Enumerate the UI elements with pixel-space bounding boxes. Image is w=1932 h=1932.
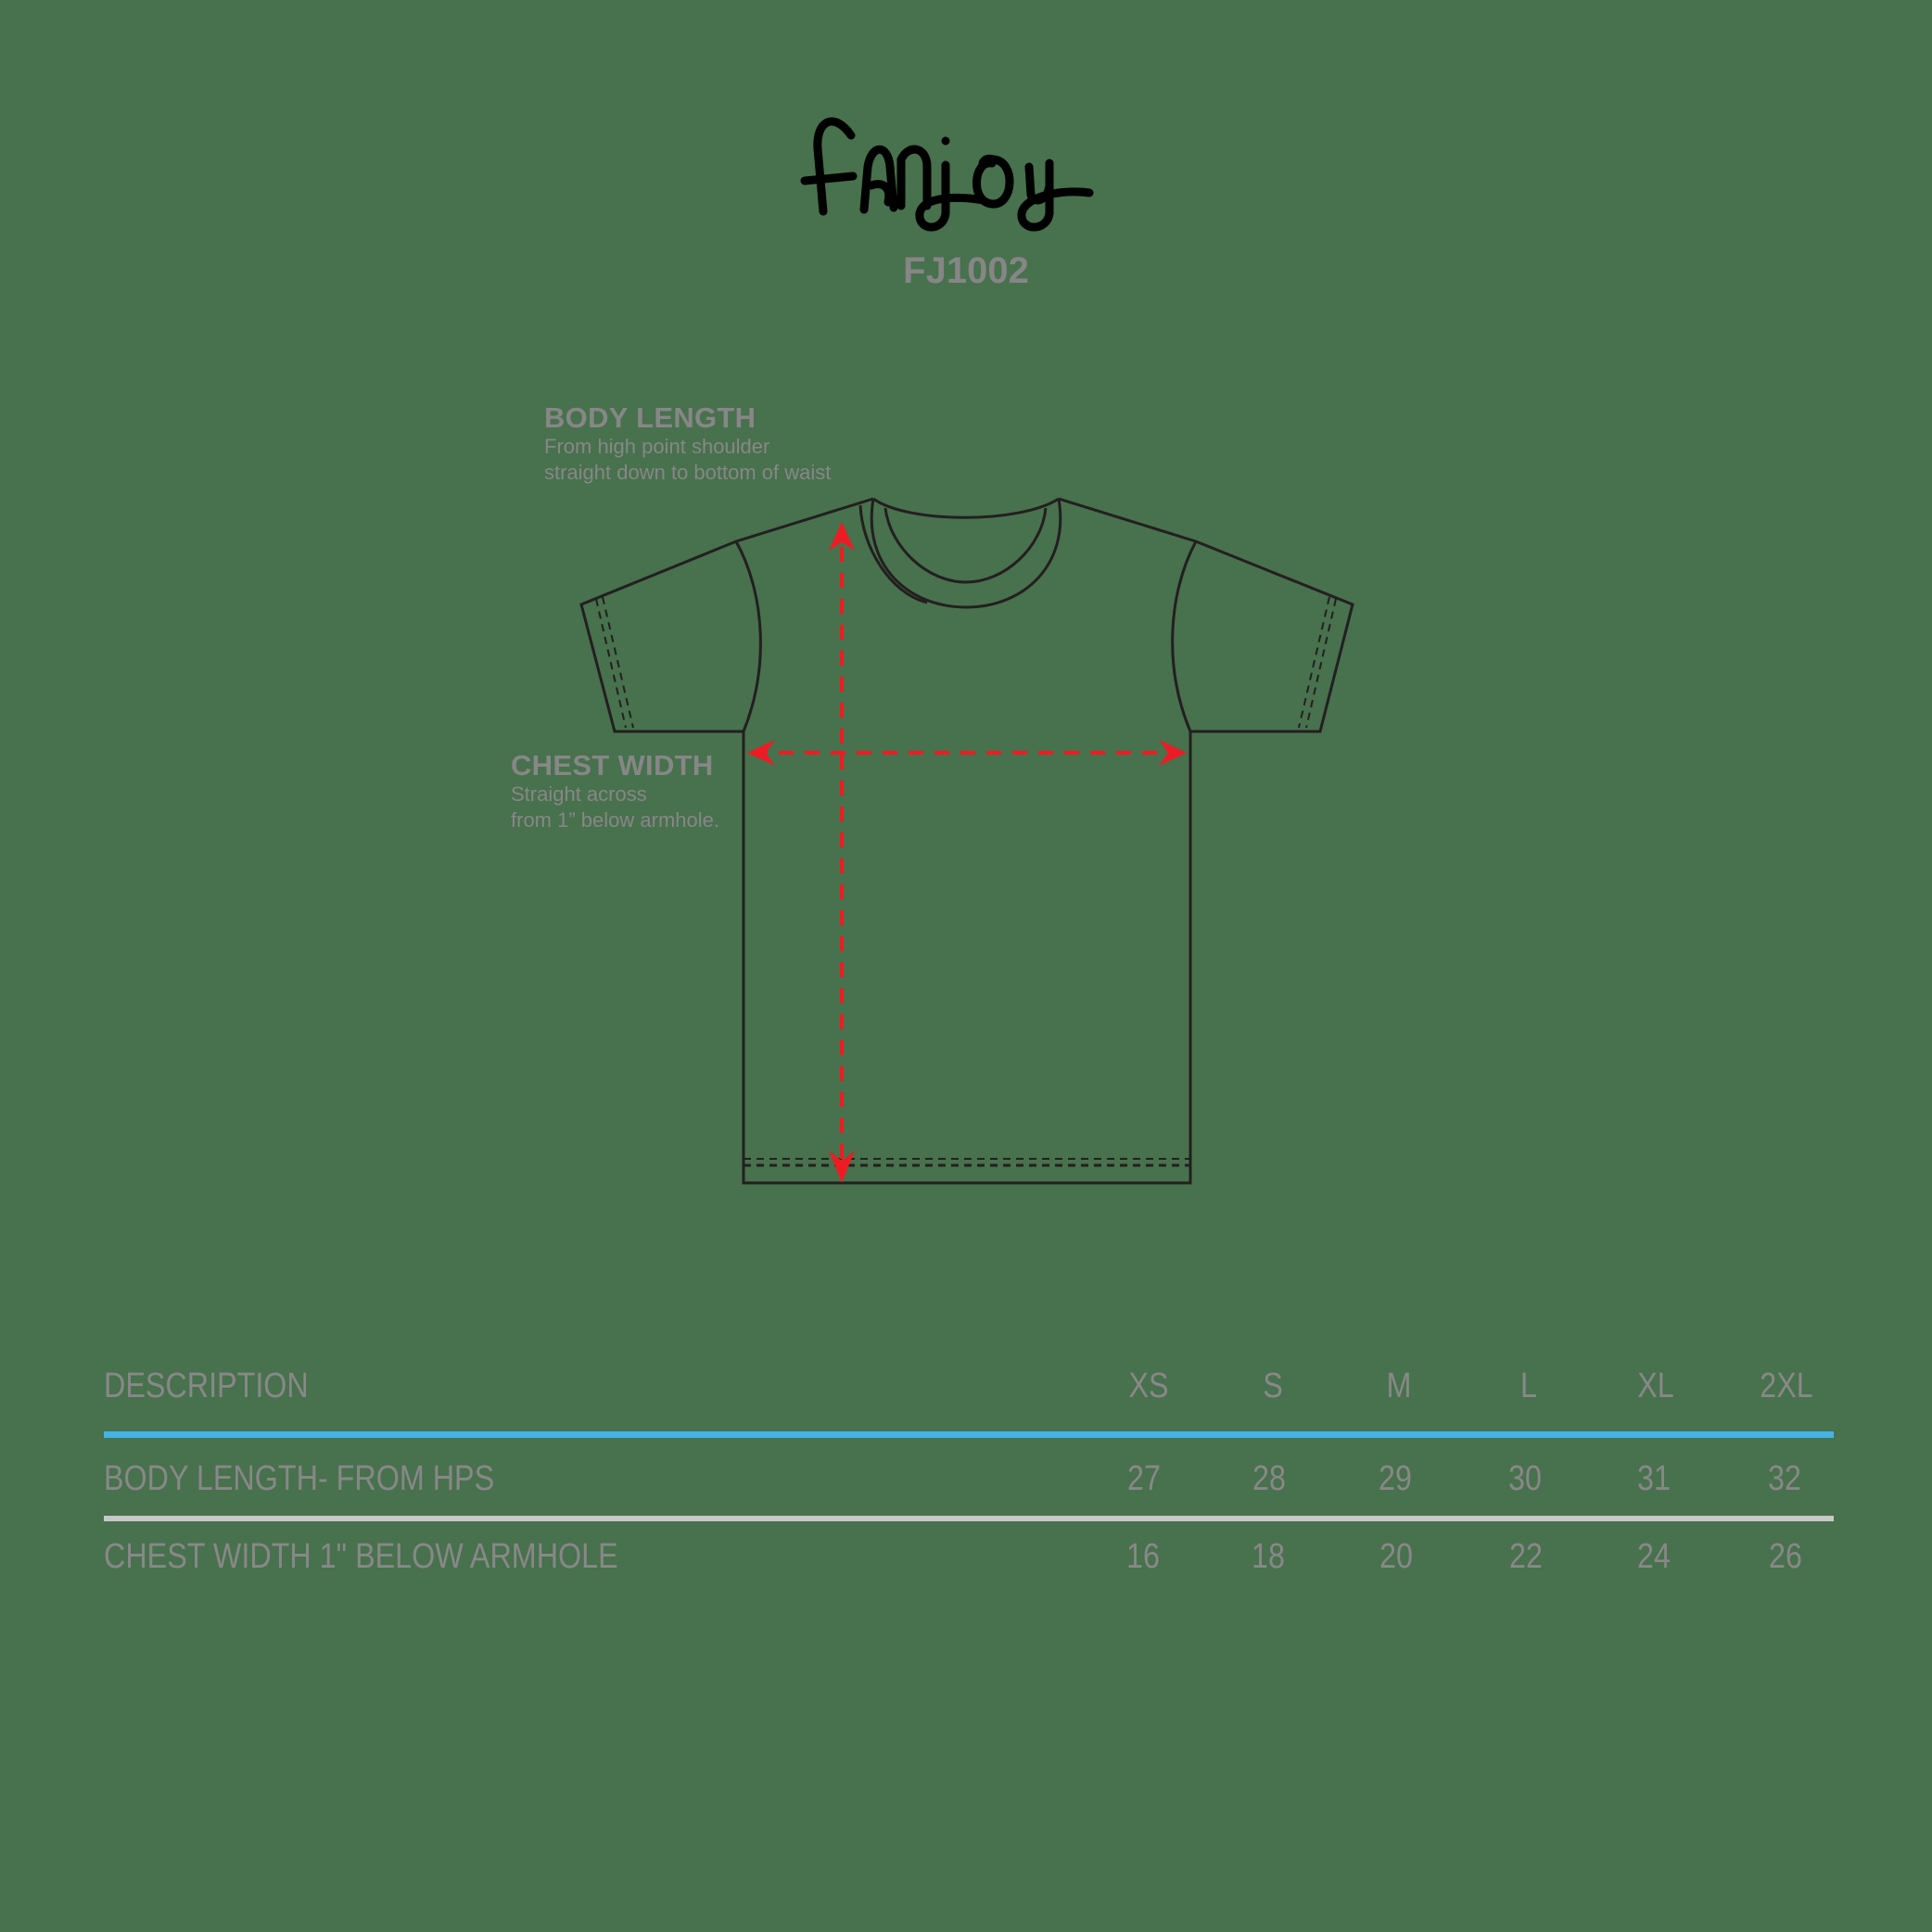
body-length-desc-2: straight down to bottom of waist <box>544 461 832 484</box>
row-value: 18 <box>1252 1537 1285 1576</box>
fanjoy-logo <box>800 117 1094 232</box>
body-length-arrow <box>753 547 1181 1159</box>
row-divider <box>104 1516 1834 1521</box>
row-description: BODY LENGTH- FROM HPS <box>104 1459 495 1498</box>
tshirt-diagram <box>579 497 1354 1185</box>
row-value: 26 <box>1769 1537 1802 1576</box>
header-divider <box>104 1431 1834 1438</box>
row-value: 20 <box>1379 1537 1413 1576</box>
row-value: 16 <box>1126 1537 1160 1576</box>
model-code: FJ1002 <box>903 250 1029 291</box>
body-length-title: BODY LENGTH <box>544 401 756 434</box>
row-description: CHEST WIDTH 1" BELOW ARMHOLE <box>104 1537 618 1576</box>
chest-width-label: CHEST WIDTH Straight across from 1” belo… <box>511 750 719 833</box>
header-size-xl: XL <box>1637 1366 1674 1405</box>
header-description: DESCRIPTION <box>104 1366 309 1405</box>
row-value: 24 <box>1637 1537 1671 1576</box>
header-size-s: S <box>1263 1366 1283 1405</box>
chest-width-title: CHEST WIDTH <box>511 749 714 782</box>
header-size-l: L <box>1520 1366 1537 1405</box>
header-size-xs: XS <box>1128 1366 1169 1405</box>
chest-width-desc-2: from 1” below armhole. <box>511 808 719 832</box>
row-value: 22 <box>1509 1537 1543 1576</box>
body-length-desc-1: From high point shoulder <box>544 435 770 458</box>
row-value: 27 <box>1127 1459 1161 1498</box>
header-size-m: M <box>1386 1366 1412 1405</box>
row-value: 28 <box>1252 1459 1286 1498</box>
row-value: 30 <box>1508 1459 1542 1498</box>
row-value: 32 <box>1768 1459 1801 1498</box>
chest-width-desc-1: Straight across <box>511 782 647 806</box>
row-value: 31 <box>1637 1459 1671 1498</box>
body-length-label: BODY LENGTH From high point shoulder str… <box>544 402 831 486</box>
header-size-2xl: 2XL <box>1760 1366 1813 1405</box>
row-value: 29 <box>1379 1459 1412 1498</box>
